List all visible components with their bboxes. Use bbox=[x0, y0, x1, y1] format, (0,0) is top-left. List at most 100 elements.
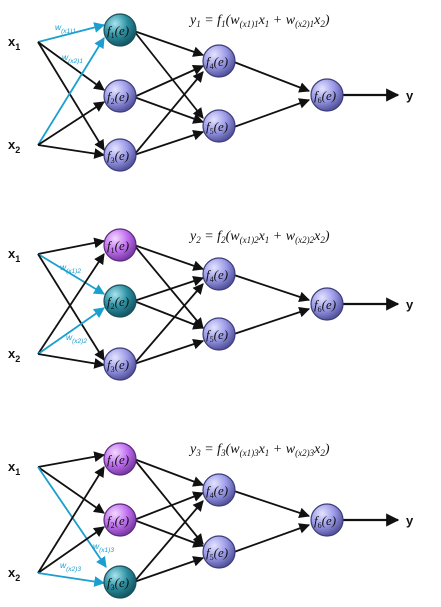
node-f5: f5(e) bbox=[202, 317, 236, 351]
edge-f4-f6 bbox=[233, 490, 311, 519]
svg-text:f5(e): f5(e) bbox=[206, 545, 228, 562]
svg-text:f1(e): f1(e) bbox=[107, 23, 129, 40]
svg-text:x2: x2 bbox=[8, 137, 20, 155]
edge-x2-f1 bbox=[37, 253, 105, 355]
edge-x2-f2 bbox=[37, 307, 105, 355]
svg-text:f4(e): f4(e) bbox=[206, 483, 228, 500]
edge-x2-f2 bbox=[37, 101, 105, 146]
svg-text:f6(e): f6(e) bbox=[314, 88, 336, 105]
weight-label-x1: w(x1)2 bbox=[60, 262, 81, 275]
input-x1: x1 bbox=[8, 246, 20, 264]
weight-label-x2: w(x2)2 bbox=[66, 332, 87, 345]
input-x2: x2 bbox=[8, 346, 20, 364]
svg-text:w(x1)3: w(x1)3 bbox=[93, 541, 114, 554]
svg-text:x1: x1 bbox=[8, 459, 20, 477]
node-f5: f5(e) bbox=[202, 535, 236, 569]
edge-f1-f4 bbox=[133, 244, 205, 271]
output-y: y bbox=[406, 513, 414, 528]
node-f6: f6(e) bbox=[310, 287, 344, 321]
weight-label-x2: w(x2)3 bbox=[60, 560, 81, 573]
edge-x1-f2 bbox=[37, 41, 105, 91]
edge-f2-f4 bbox=[133, 275, 205, 302]
svg-text:y: y bbox=[406, 513, 414, 528]
weight-label-x2: w(x2)1 bbox=[62, 52, 83, 65]
equation-2: y2 = f2(w(x1)2x1 + w(x2)2x2) bbox=[188, 229, 330, 245]
panel-2: x1 x2 w(x1)2 w(x2)2 f1(e) f2(e) f3(e) f4… bbox=[8, 228, 414, 381]
node-f2: f2(e) bbox=[103, 79, 137, 113]
edge-x1-f3 bbox=[37, 41, 105, 151]
edge-f3-f4 bbox=[133, 283, 204, 365]
svg-text:w(x2)1: w(x2)1 bbox=[62, 52, 83, 65]
node-f3: f3(e) bbox=[103, 565, 137, 599]
edge-f2-f4 bbox=[133, 65, 204, 98]
node-f5: f5(e) bbox=[202, 109, 236, 143]
panel-3: x1 x2 w(x1)3 w(x2)3 f1(e) f2(e) f3(e) f4… bbox=[8, 442, 414, 599]
svg-text:y: y bbox=[406, 297, 414, 312]
svg-text:x2: x2 bbox=[8, 346, 20, 364]
edge-x2-f2 bbox=[37, 526, 105, 574]
equation-3: y3 = f3(w(x1)3x1 + w(x2)3x2) bbox=[188, 442, 330, 458]
edge-x2-f1 bbox=[37, 37, 105, 146]
edge-f3-f5 bbox=[133, 129, 205, 156]
node-f1: f1(e) bbox=[103, 228, 137, 262]
node-f1: f1(e) bbox=[103, 442, 137, 476]
edges bbox=[37, 451, 400, 587]
edge-f3-f4 bbox=[133, 71, 204, 156]
node-f1: f1(e) bbox=[103, 13, 137, 47]
node-f4: f4(e) bbox=[202, 44, 236, 78]
svg-text:f2(e): f2(e) bbox=[107, 513, 129, 530]
edge-x1-f1 bbox=[37, 237, 106, 255]
node-f4: f4(e) bbox=[202, 473, 236, 507]
svg-text:y3 = f3(w(x1)3x1 + w(x2)3x2): y3 = f3(w(x1)3x1 + w(x2)3x2) bbox=[188, 442, 330, 458]
edge-f3-f5 bbox=[133, 338, 205, 365]
svg-text:f6(e): f6(e) bbox=[314, 513, 336, 530]
edge-f1-f4 bbox=[133, 458, 205, 487]
edge-x2-f1 bbox=[37, 466, 105, 574]
svg-text:y2 = f2(w(x1)2x1 + w(x2)2x2): y2 = f2(w(x1)2x1 + w(x2)2x2) bbox=[188, 229, 330, 245]
panel-1: x1 x2 w(x1)1 w(x2)1 f1(e) f2(e) f3(e) f4… bbox=[8, 13, 414, 172]
edge-x2-f3 bbox=[37, 353, 106, 369]
edge-f3-f5 bbox=[133, 556, 205, 583]
edge-f1-f5 bbox=[133, 244, 204, 329]
edge-x2-f3 bbox=[37, 144, 106, 159]
input-x1: x1 bbox=[8, 459, 20, 477]
svg-text:f4(e): f4(e) bbox=[206, 54, 228, 71]
edge-x2-f3 bbox=[37, 572, 106, 587]
svg-text:f3(e): f3(e) bbox=[107, 148, 129, 165]
svg-text:f4(e): f4(e) bbox=[206, 267, 228, 284]
edge-f1-f5 bbox=[133, 458, 204, 545]
edge-f2-f5 bbox=[133, 519, 205, 548]
svg-text:x1: x1 bbox=[8, 246, 20, 264]
edge-f2-f5 bbox=[133, 96, 205, 124]
edge-f2-f4 bbox=[133, 491, 205, 521]
node-f6: f6(e) bbox=[310, 78, 344, 112]
edge-f2-f5 bbox=[133, 300, 205, 330]
node-f3: f3(e) bbox=[103, 347, 137, 381]
node-f2: f2(e) bbox=[103, 284, 137, 318]
svg-text:f5(e): f5(e) bbox=[206, 119, 228, 136]
input-x2: x2 bbox=[8, 565, 20, 583]
input-x2: x2 bbox=[8, 137, 20, 155]
edge-x1-f1 bbox=[37, 451, 106, 468]
edge-f1-f4 bbox=[133, 30, 205, 57]
edge-x1-f2 bbox=[37, 466, 105, 514]
svg-text:w(x1)2: w(x1)2 bbox=[60, 262, 81, 275]
node-f3: f3(e) bbox=[103, 138, 137, 172]
weight-label-x1: w(x1)3 bbox=[93, 541, 114, 554]
svg-text:f2(e): f2(e) bbox=[107, 294, 129, 311]
node-f2: f2(e) bbox=[103, 503, 137, 537]
equation-1: y1 = f1(w(x1)1x1 + w(x2)1x2) bbox=[188, 13, 330, 29]
edge-x1-f1 bbox=[37, 22, 106, 43]
node-f4: f4(e) bbox=[202, 257, 236, 291]
edge-f1-f5 bbox=[133, 30, 204, 119]
edges bbox=[37, 237, 400, 369]
edges bbox=[37, 22, 400, 159]
svg-text:w(x1)1: w(x1)1 bbox=[55, 22, 76, 35]
edge-f5-f6 bbox=[233, 306, 311, 335]
svg-text:f3(e): f3(e) bbox=[107, 575, 129, 592]
svg-text:y1 = f1(w(x1)1x1 + w(x2)1x2): y1 = f1(w(x1)1x1 + w(x2)1x2) bbox=[188, 13, 330, 29]
edge-f5-f6 bbox=[233, 98, 311, 128]
edge-f4-f6 bbox=[233, 61, 311, 93]
svg-text:x1: x1 bbox=[8, 34, 20, 52]
